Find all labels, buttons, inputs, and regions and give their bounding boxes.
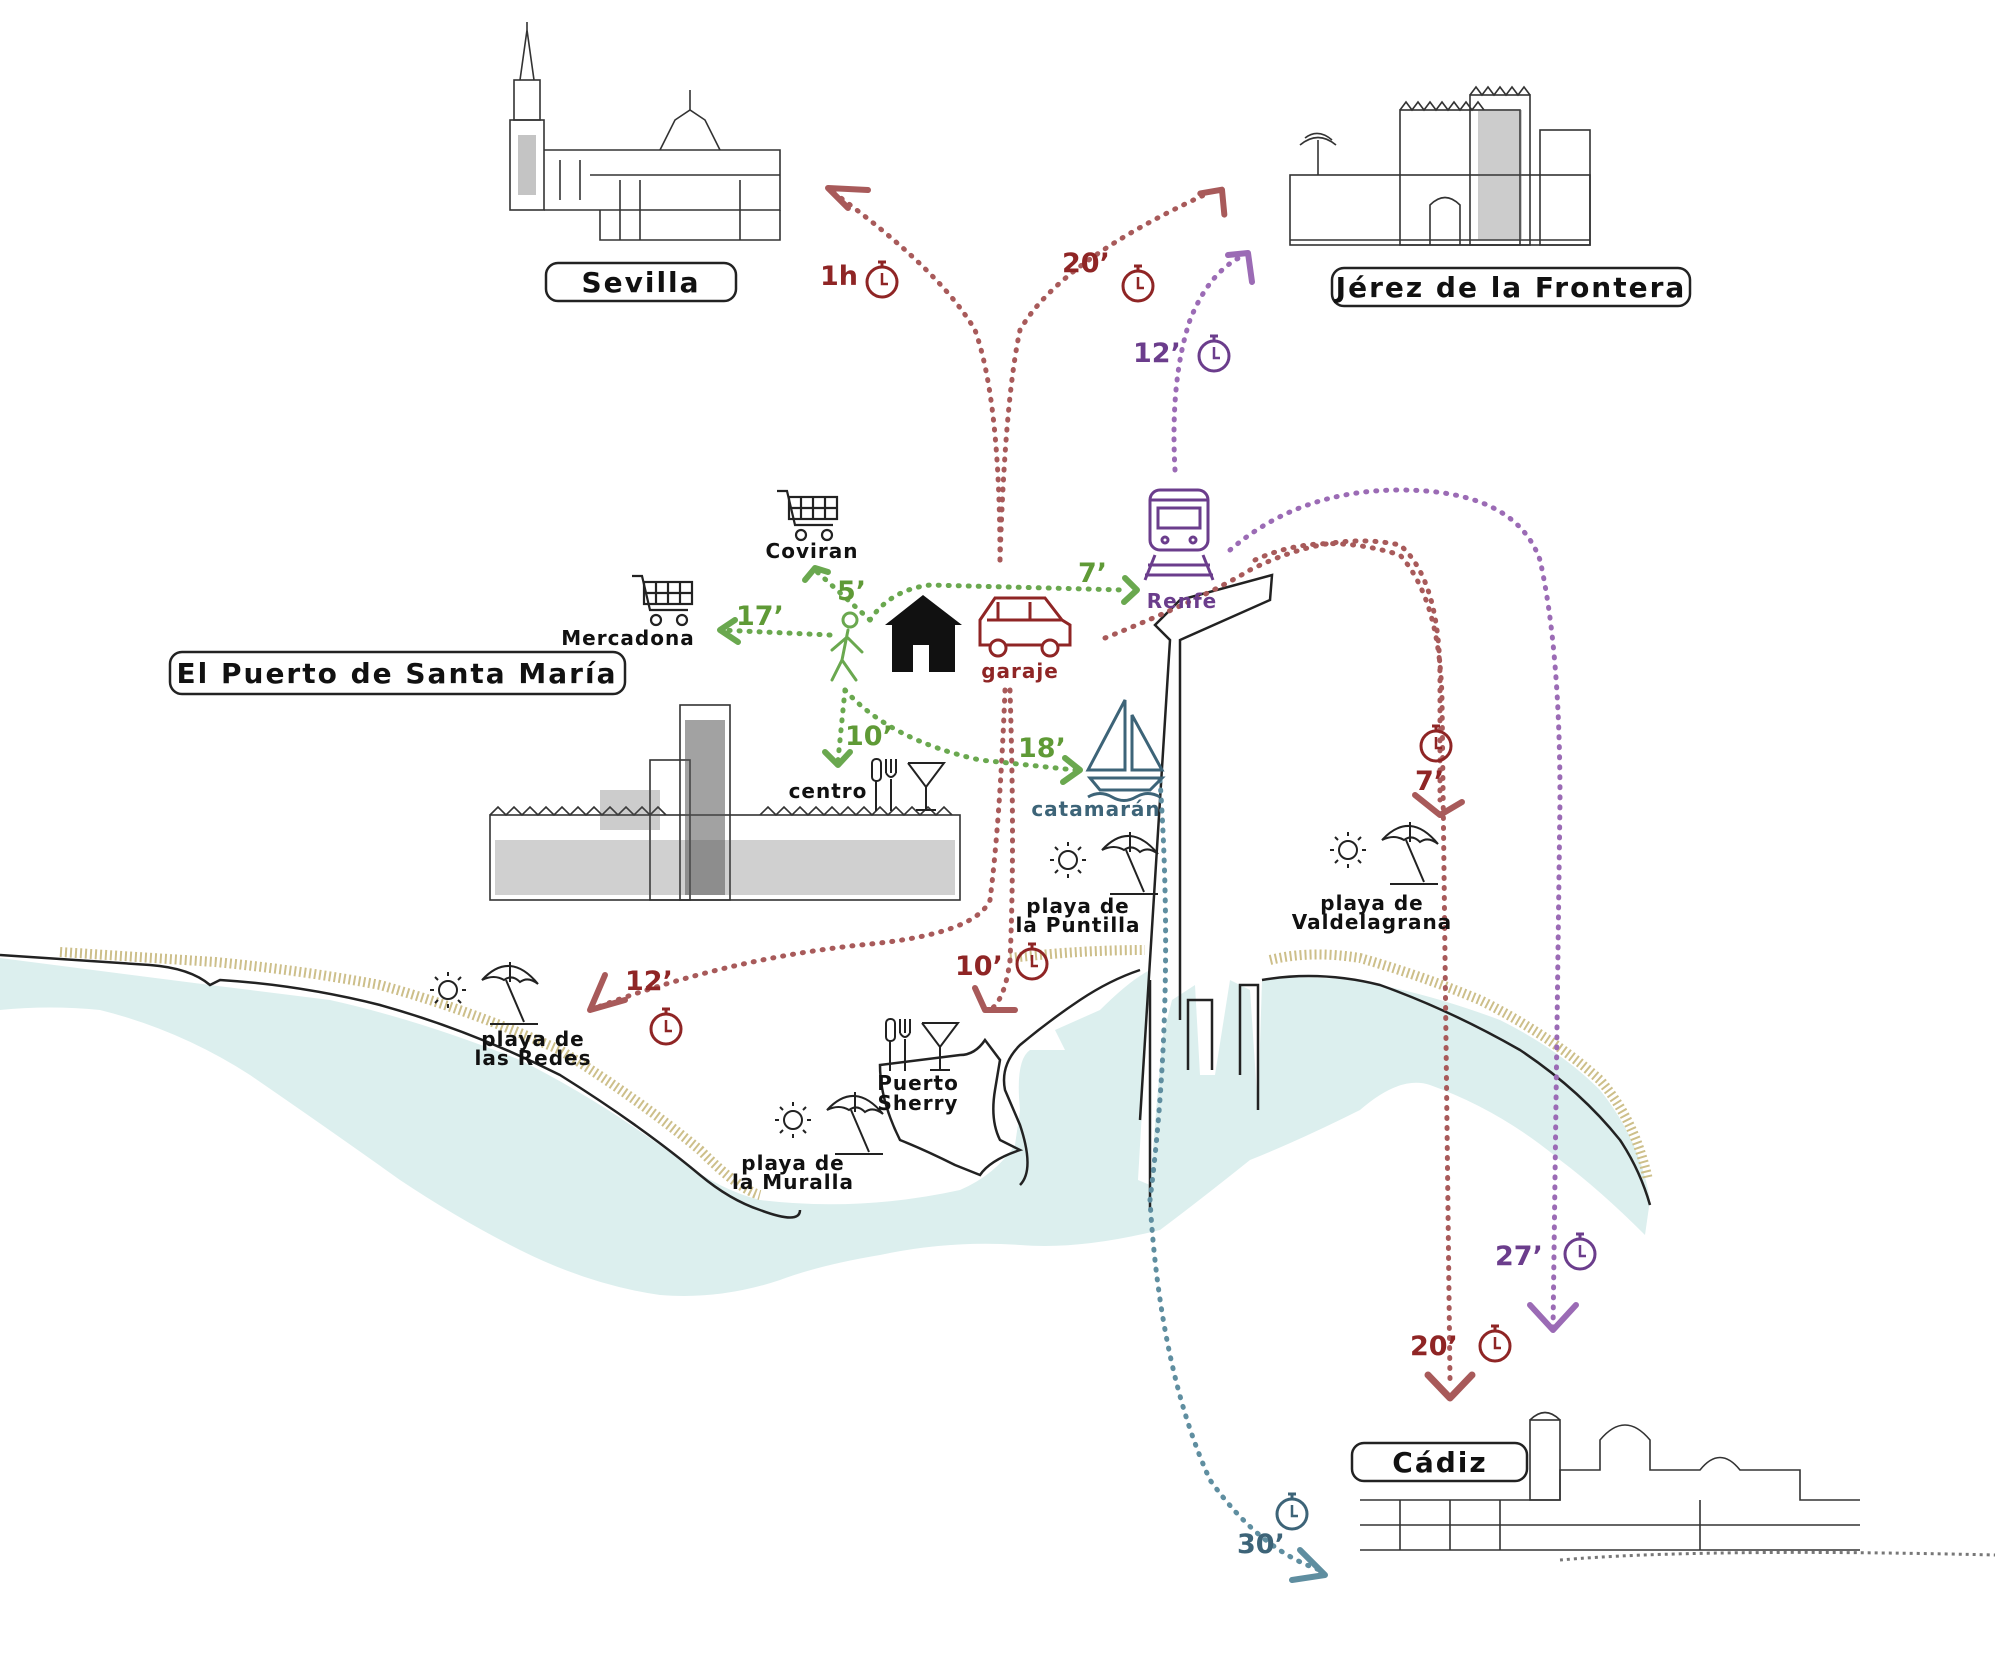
- castle-sketch: [489, 704, 961, 901]
- city-label-jerez: Jérez de la Frontera: [1334, 271, 1687, 304]
- catamaran-label: catamarán: [1031, 797, 1160, 821]
- walker-icon: [830, 611, 864, 682]
- puerto-sherry-label-line1: Puerto: [877, 1071, 959, 1095]
- shopping-cart-icon: [630, 574, 694, 627]
- beach-puntilla-label-line1: playa de: [1026, 894, 1129, 918]
- city-label-puerto: El Puerto de Santa María: [177, 657, 618, 690]
- time-car-sevilla: 1h: [820, 261, 858, 292]
- time-car-valdelagrana: 7’: [1415, 766, 1444, 797]
- car-routes: [587, 187, 1453, 1383]
- time-train-cadiz: 27’: [1495, 1241, 1543, 1272]
- beach-umbrella-icon: [774, 1091, 884, 1155]
- arrow-icon: [587, 185, 1579, 1583]
- cadiz-skyline-sketch: [1360, 1411, 1996, 1562]
- garaje-label: garaje: [981, 659, 1059, 683]
- time-walk-mercadona: 17’: [736, 601, 784, 632]
- jerez-label-frame: [1330, 266, 1692, 308]
- mercadona-label: Mercadona: [561, 626, 694, 650]
- cutlery-icon: [871, 758, 945, 812]
- puerto-label-frame: [168, 650, 627, 696]
- beach-redes-label-line2: las Redes: [475, 1046, 592, 1070]
- car-icon: [978, 596, 1072, 658]
- time-car-redes: 12’: [625, 966, 673, 997]
- time-boat-cadiz: 30’: [1237, 1529, 1285, 1560]
- beach-umbrella-icon: [1049, 831, 1159, 895]
- beach-muralla-label-line1: playa de: [741, 1151, 844, 1175]
- time-walk-centro: 10’: [845, 721, 893, 752]
- train-icon: [1143, 488, 1215, 581]
- train-routes: [1171, 252, 1563, 1333]
- beach-valdelagrana-label-line2: Valdelagrana: [1292, 910, 1452, 934]
- renfe-label: Renfe: [1147, 589, 1217, 613]
- cadiz-label-frame: [1350, 1441, 1529, 1483]
- sevilla-giralda-sketch: [509, 22, 781, 241]
- sea-and-coastline: [0, 573, 1653, 1296]
- time-train-jerez: 12’: [1133, 338, 1181, 369]
- sailboat-icon: [1085, 699, 1166, 802]
- shopping-cart-icon: [775, 489, 839, 542]
- time-walk-renfe: 7’: [1078, 558, 1107, 589]
- beach-umbrella-icon: [429, 961, 539, 1025]
- house-icon: [885, 595, 962, 672]
- boat-route: [1147, 777, 1323, 1573]
- time-walk-catamaran: 18’: [1018, 733, 1066, 764]
- puerto-sherry-label-line2: Sherry: [878, 1091, 959, 1115]
- walk-routes: [717, 567, 1128, 773]
- beach-valdelagrana-label-line1: playa de: [1320, 891, 1423, 915]
- beach-redes-label-line1: playa de: [481, 1027, 584, 1051]
- time-car-jerez: 20’: [1062, 248, 1110, 279]
- beach-puntilla-label-line2: la Puntilla: [1015, 913, 1140, 937]
- city-label-sevilla: Sevilla: [581, 266, 700, 299]
- time-walk-coviran: 5’: [837, 576, 866, 607]
- sevilla-label-frame: [544, 261, 738, 303]
- beach-umbrella-icon: [1329, 821, 1439, 885]
- beach-muralla-label-line2: la Muralla: [732, 1170, 854, 1194]
- time-car-puerto-sherry: 10’: [955, 951, 1003, 982]
- centro-label: centro: [789, 779, 868, 803]
- jerez-alcazar-sketch: [1289, 85, 1591, 246]
- time-car-cadiz: 20’: [1410, 1331, 1458, 1362]
- city-label-cadiz: Cádiz: [1392, 1446, 1487, 1479]
- coviran-label: Coviran: [766, 539, 859, 563]
